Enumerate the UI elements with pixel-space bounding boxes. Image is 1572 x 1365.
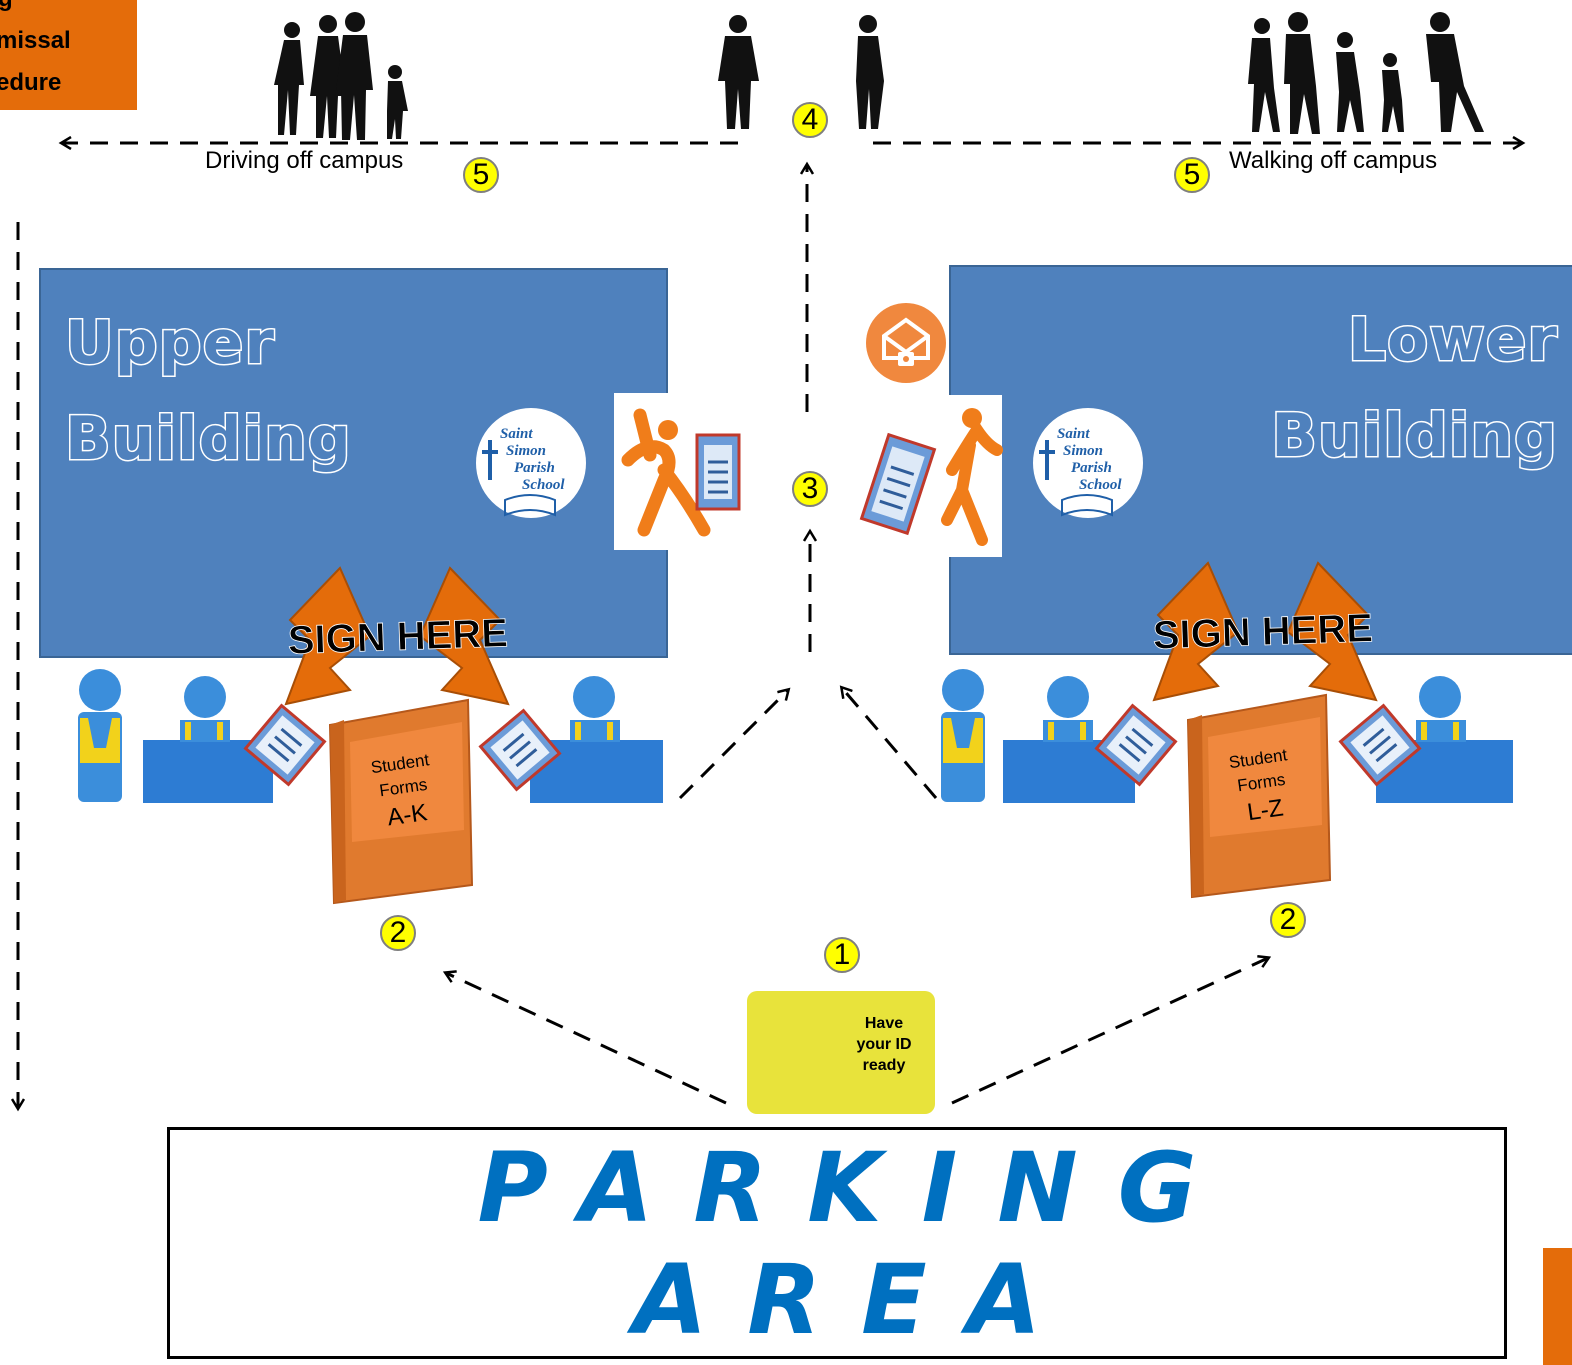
sign-here-text-upper: SIGN HERE [287, 611, 508, 663]
step-2-badge-upper: 2 [380, 915, 416, 951]
driving-off-campus-label: Driving off campus [205, 147, 404, 174]
id-card-line1: Have [864, 1015, 904, 1032]
form-icon-upper-right [478, 708, 562, 792]
runner-with-form-icon-upper [614, 393, 742, 550]
binder-upper [328, 698, 474, 905]
parking-area-line2: AREA [632, 1244, 1082, 1356]
step-5-badge-driving: 5 [463, 157, 499, 193]
form-icon-upper-left [243, 703, 327, 787]
corner-accent-tab [1543, 1248, 1572, 1365]
parking-area-line1: PARKING [477, 1132, 1237, 1244]
lower-building-title-line1: Lower [1346, 304, 1558, 377]
step-1-badge: 1 [824, 937, 860, 973]
walking-group-silhouette-icon [1248, 12, 1484, 134]
logo-lower-line4: School [1079, 477, 1122, 493]
step-5-badge-walking: 5 [1174, 157, 1210, 193]
upper-building-title-line1: Upper [64, 307, 276, 380]
id-card-text: Have your ID ready [843, 1013, 925, 1076]
title-line-2: missal [0, 27, 71, 54]
binder-upper-label: Student Forms A-K [349, 745, 459, 838]
binder-lower [1186, 693, 1332, 899]
form-icon-lower-left [1094, 703, 1178, 787]
title-line-3: edure [0, 69, 62, 96]
lower-building-title-line2: Building [1270, 400, 1559, 473]
secure-mail-icon [866, 303, 946, 383]
logo-upper-line2: Simon [506, 443, 546, 459]
logo-upper-line3: Parish [514, 460, 555, 476]
parking-to-lower-arrow [951, 958, 1268, 1105]
parking-area: PARKING AREA [167, 1127, 1507, 1359]
logo-upper-line4: School [522, 477, 565, 493]
procedure-title-box: g missal edure [0, 0, 137, 110]
id-card: Have your ID ready [747, 991, 935, 1114]
runner-with-form-icon-lower [859, 395, 1003, 557]
binder-lower-label: Student Forms L-Z [1207, 740, 1317, 833]
upper-building-title-line2: Building [64, 403, 353, 476]
title-line-1: g [0, 0, 137, 20]
parents-silhouette-icon [718, 15, 884, 129]
id-card-line2: your ID [856, 1036, 912, 1053]
logo-lower-line3: Parish [1071, 460, 1112, 476]
form-icon-lower-right [1338, 703, 1422, 787]
logo-upper-line1: Saint [500, 426, 533, 442]
logo-lower-line1: Saint [1057, 426, 1090, 442]
family-silhouette-icon [274, 12, 408, 140]
parking-to-upper-arrow [446, 973, 727, 1105]
step-4-badge: 4 [792, 102, 828, 138]
school-logo-upper: Saint Simon Parish School [474, 406, 588, 520]
logo-lower-line2: Simon [1063, 443, 1103, 459]
upper-desk-to-step3-arrow [678, 690, 788, 800]
id-card-line3: ready [862, 1057, 906, 1074]
school-logo-lower: Saint Simon Parish School [1031, 406, 1145, 520]
sign-here-arrows-lower: SIGN HERE [1152, 561, 1378, 702]
sign-here-arrows-upper: SIGN HERE [284, 566, 510, 706]
step-2-badge-lower: 2 [1270, 902, 1306, 938]
staff-desk-upper [78, 669, 663, 803]
lower-desk-to-step3-arrow [842, 688, 938, 799]
walking-off-campus-label: Walking off campus [1229, 147, 1438, 174]
sign-here-text-lower: SIGN HERE [1152, 606, 1373, 658]
step-3-badge: 3 [792, 471, 828, 507]
